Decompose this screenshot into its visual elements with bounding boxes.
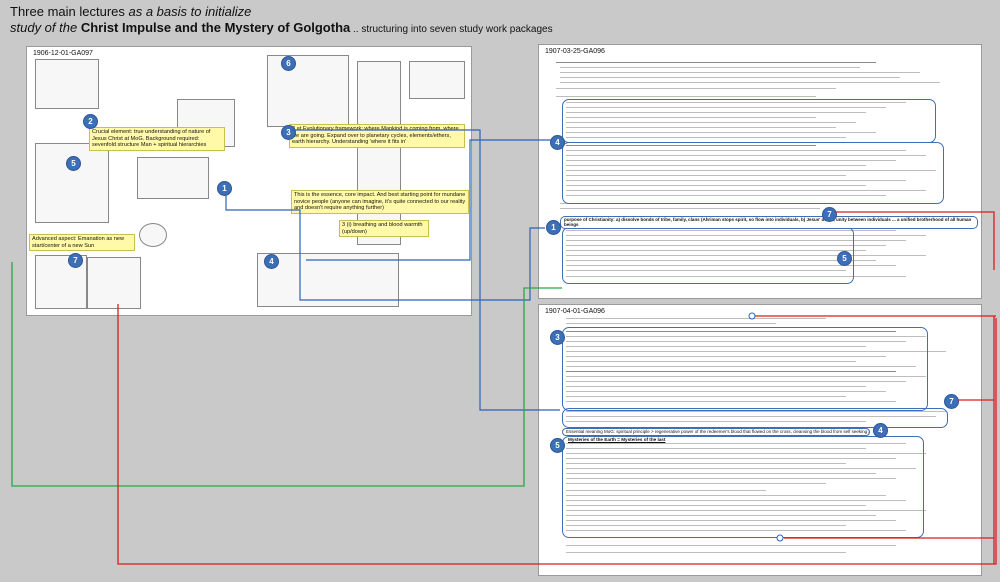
work-package-badge-3: 3 bbox=[281, 125, 296, 140]
work-package-badge-6: 6 bbox=[281, 56, 296, 71]
work-package-badge-4: 4 bbox=[873, 423, 888, 438]
essential-meaning-mog: Essential meaning MoG: spiritual princip… bbox=[562, 428, 870, 436]
sketch-block bbox=[35, 143, 109, 223]
work-package-badge-7: 7 bbox=[68, 253, 83, 268]
page-title: Three main lectures as a basis to initia… bbox=[10, 4, 553, 38]
lecture-id: 1906-12-01-GA097 bbox=[33, 50, 93, 57]
work-package-badge-4: 4 bbox=[264, 254, 279, 269]
note-breathing: 3 (i) breathing and blood warmth (up/dow… bbox=[339, 220, 429, 238]
work-package-badge-2: 2 bbox=[83, 114, 98, 129]
work-package-badge-3: 3 bbox=[550, 330, 565, 345]
lecture-panel-ga097: 1906-12-01-GA097 Crucial element: true u… bbox=[26, 46, 472, 316]
section-box bbox=[562, 142, 944, 204]
work-package-badge-1: 1 bbox=[546, 220, 561, 235]
lecture-id: 1907-03-25-GA096 bbox=[545, 48, 605, 55]
note-advanced-aspect: Advanced aspect: Emanation as new start/… bbox=[29, 234, 135, 252]
purpose-of-christianity: purpose of Christianity: a) dissolve bon… bbox=[560, 216, 978, 229]
sketch-block bbox=[137, 157, 209, 199]
work-package-badge-5: 5 bbox=[66, 156, 81, 171]
note-crucial-element: Crucial element: true understanding of n… bbox=[89, 127, 225, 151]
note-essence: This is the essence, core impact. And be… bbox=[291, 190, 469, 214]
lecture-panel-ga096-march: 1907-03-25-GA096 bbox=[538, 44, 982, 299]
title-line-1: Three main lectures as a basis to initia… bbox=[10, 4, 252, 19]
sketch-block bbox=[267, 55, 349, 127]
sketch-block bbox=[35, 255, 87, 309]
work-package-badge-5: 5 bbox=[837, 251, 852, 266]
lecture-id: 1907-04-01-GA096 bbox=[545, 308, 605, 315]
sketch-block bbox=[35, 59, 99, 109]
sketch-block bbox=[409, 61, 465, 99]
sketch-block bbox=[87, 257, 141, 309]
title-line-2: study of the Christ Impulse and the Myst… bbox=[10, 20, 553, 35]
work-package-badge-7: 7 bbox=[944, 394, 959, 409]
section-box bbox=[562, 408, 948, 428]
work-package-badge-4: 4 bbox=[550, 135, 565, 150]
mysteries-heading: Mysteries of the Earth = Mysteries of th… bbox=[568, 437, 666, 442]
work-package-badge-7: 7 bbox=[822, 207, 837, 222]
sketch-circle bbox=[139, 223, 167, 247]
sketch-block bbox=[257, 253, 399, 307]
section-box bbox=[562, 327, 928, 411]
section-box bbox=[562, 436, 924, 538]
work-package-badge-5: 5 bbox=[550, 438, 565, 453]
work-package-badge-1: 1 bbox=[217, 181, 232, 196]
